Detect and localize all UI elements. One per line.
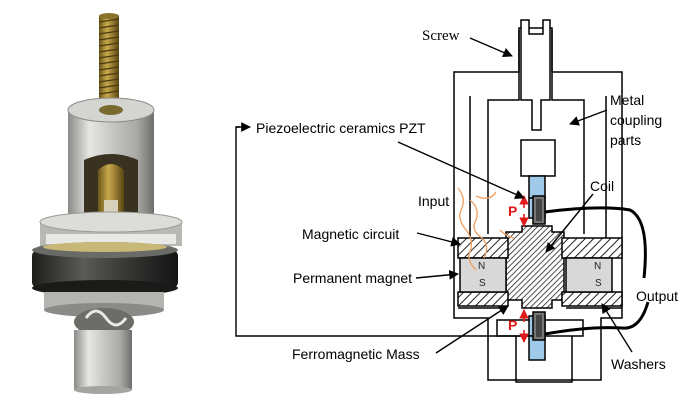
photo-flange [39, 211, 183, 246]
label-permanent-magnet: Permanent magnet [293, 270, 413, 286]
input-wires [457, 187, 515, 271]
label-piezo: Piezoelectric ceramics PZT [256, 120, 426, 136]
permanent-magnet-left [459, 257, 507, 293]
magnet-left-s: S [479, 278, 486, 289]
metal-coupling-frame [487, 30, 585, 234]
label-input: Input [418, 193, 450, 209]
output-wire-upper [544, 206, 647, 279]
leader-arrows [235, 37, 633, 354]
label-washers: Washers [611, 356, 666, 372]
device-photo [0, 0, 228, 400]
photo-lower-body [44, 292, 164, 394]
output-wire-lower [544, 301, 650, 336]
label-magnetic-circuit: Magnetic circuit [302, 226, 400, 242]
screw-shape [520, 19, 551, 131]
force-label-top: P [508, 203, 518, 219]
magnetic-circuit-left-bottom [457, 291, 509, 307]
upper-coupling-box [520, 139, 556, 177]
ferromagnetic-mass [505, 225, 565, 309]
magnet-right-n: N [594, 261, 602, 272]
label-coil: Coil [590, 178, 615, 194]
magnetic-circuit-right-bottom [561, 291, 623, 307]
magnetic-circuit-right-top [561, 237, 623, 259]
label-ferromagnetic-mass: Ferromagnetic Mass [292, 346, 420, 362]
magnet-right-s: S [595, 278, 602, 289]
photo-magnet-ring [32, 242, 178, 296]
label-metal-coupling: Metal coupling parts [610, 92, 663, 148]
permanent-magnet-right [565, 257, 613, 293]
force-label-bottom: P [508, 317, 518, 333]
label-output: Output [636, 288, 679, 304]
outer-housing [453, 27, 623, 381]
photo-upper-cylinder [67, 97, 155, 222]
magnetic-circuit-left-top [457, 237, 509, 259]
magnet-left-n: N [478, 261, 486, 272]
schematic [453, 19, 650, 383]
label-screw: Screw [422, 28, 460, 44]
lower-coupling-box [515, 322, 573, 383]
photo-screw [98, 13, 120, 102]
piezo-upper [528, 175, 546, 199]
